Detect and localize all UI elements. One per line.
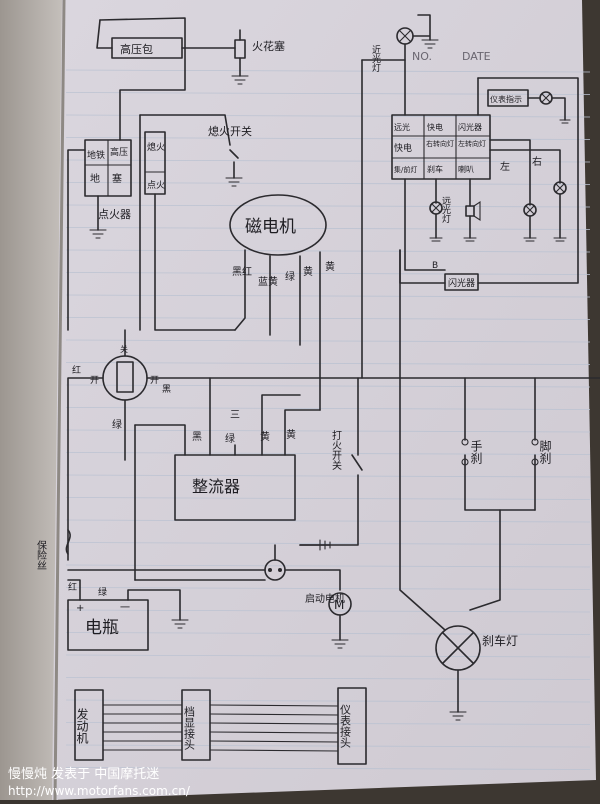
rect-wire-1: 黑 — [192, 431, 202, 443]
magneto-wire-5: 黄 — [325, 260, 335, 273]
grid-cell-6: 左转向灯 — [458, 139, 486, 148]
starter-section: M 启动电机 — [67, 539, 352, 649]
ground-icon — [231, 75, 249, 85]
right-turn-label: 右 — [532, 155, 542, 168]
foot-brake-label: 脚刹 — [538, 439, 552, 465]
ignition-section: 高压包 火花塞 地铁 高压 地 塞 点火器 熄火 点火 熄火开关 — [67, 17, 285, 331]
indicator-label: 仪表指示 — [490, 94, 522, 104]
flasher-label: 闪光器 — [448, 277, 475, 289]
sw-on: 开 — [90, 375, 99, 386]
headlight-label: 近光灯 — [370, 44, 381, 73]
igniter-cell-1: 地铁 — [87, 149, 105, 161]
ignition-coil-label: 高压包 — [120, 42, 153, 56]
battery-red: 红 — [68, 581, 77, 593]
grid-cell-2: 快电 — [427, 122, 443, 132]
ignition-switch-section: 红 开 开 黑 关 绿 — [67, 329, 600, 561]
grid-cell-5: 右转向灯 — [426, 139, 454, 148]
battery-plus: + — [76, 603, 84, 614]
gear-display-label: 档显接头 — [183, 705, 196, 750]
igniter-cell-4: 塞 — [112, 172, 122, 185]
starter-motor-m: M — [334, 598, 344, 612]
lights-section: 近光灯 远光 快电 闪光器 快电 右转向灯 左转向灯 集/前灯 刹车 喇叭 仪表… — [361, 14, 579, 379]
flasher-box — [444, 273, 479, 291]
battery-section: 保险丝 电瓶 + 一 红 绿 — [35, 529, 189, 651]
starter-motor-label: 启动电机 — [305, 592, 345, 605]
magneto-wire-1: 黑红 — [232, 265, 252, 278]
rect-wire-4: 黄 — [260, 430, 270, 443]
brake-light-label: 刹车灯 — [482, 633, 518, 648]
spark-plug-label: 火花塞 — [252, 39, 285, 53]
engine-box — [74, 689, 104, 761]
magneto-section: 磁电机 黑红 蓝黄 绿 黄 黄 — [229, 194, 335, 411]
harness-wire — [102, 731, 339, 734]
sw-black: 黑 — [162, 384, 171, 395]
grid-cell-9: 喇叭 — [458, 164, 474, 174]
sw-green: 绿 — [112, 418, 122, 431]
grid-cell-8: 刹车 — [427, 164, 443, 174]
harness-wires — [102, 704, 339, 752]
ignition-switch-key — [116, 361, 134, 393]
harness-wire — [102, 740, 339, 743]
grid-cell-3: 闪光器 — [458, 122, 482, 132]
meter-connector-label: 仪表接头 — [339, 704, 352, 748]
harness-wire — [102, 713, 339, 716]
right-page — [52, 0, 596, 800]
magneto-wire-4: 黄 — [303, 265, 313, 278]
grid-cell-1: 远光 — [394, 122, 410, 132]
rect-wire-3: 绿 — [225, 432, 235, 445]
high-beam-label: 远光灯 — [440, 196, 451, 224]
watermark-user: 慢慢炖 发表于 中国摩托迷 — [8, 766, 159, 782]
meter-connector-box — [337, 687, 367, 765]
magneto-wire-3: 绿 — [285, 270, 295, 283]
sw-off: 关 — [120, 344, 128, 354]
igniter-cell-2: 高压 — [110, 146, 128, 158]
igniter-label: 点火器 — [98, 208, 131, 221]
magneto-ellipse — [229, 194, 327, 256]
harness-wire — [102, 704, 339, 707]
left-turn-label: 左 — [500, 160, 510, 173]
kill-box-top: 熄火 — [147, 141, 165, 153]
ruled-lines — [65, 69, 591, 770]
igniter-cell-3: 地 — [90, 172, 100, 185]
battery-label: 电瓶 — [85, 618, 119, 638]
rectifier-section: 整流器 黑 三 绿 黄 黄 — [134, 377, 321, 581]
kill-switch-label: 熄火开关 — [208, 124, 252, 138]
magneto-label: 磁电机 — [245, 217, 296, 237]
gear-display-box — [181, 689, 211, 761]
header-no: NO. — [412, 50, 432, 63]
harness-wire — [102, 722, 339, 725]
flasher-b-label: B — [432, 261, 438, 271]
hand-brake-label: 手刹 — [469, 440, 483, 465]
engine-label: 发动机 — [75, 707, 89, 744]
grid-cell-4: 快电 — [394, 142, 412, 154]
harness-section: 发动机 档显接头 仪表接头 — [74, 687, 367, 765]
battery-box — [67, 599, 149, 651]
grid-cell-7: 集/前灯 — [394, 165, 417, 174]
battery-minus: 一 — [120, 603, 130, 614]
rect-wire-5: 黄 — [286, 428, 296, 441]
page-gutter — [53, 0, 66, 801]
left-page — [0, 0, 68, 800]
fuse-label: 保险丝 — [35, 539, 47, 570]
sw-red: 红 — [72, 364, 81, 376]
start-switch-label: 打火开关 — [330, 429, 342, 471]
switch-grid — [391, 114, 491, 180]
magneto-wire-2: 蓝黄 — [258, 275, 278, 288]
sw-on2: 开 — [150, 375, 159, 386]
header-date: DATE — [462, 50, 491, 63]
harness-wire — [102, 749, 339, 752]
brake-section: 手刹 脚刹 刹车灯 — [399, 249, 552, 721]
battery-green: 绿 — [98, 586, 107, 598]
rect-wire-2: 三 — [230, 410, 240, 421]
kill-box-bottom: 点火 — [147, 180, 165, 191]
rectifier-label: 整流器 — [192, 477, 240, 496]
watermark-url: http://www.motorfans.com.cn/ — [8, 784, 191, 798]
